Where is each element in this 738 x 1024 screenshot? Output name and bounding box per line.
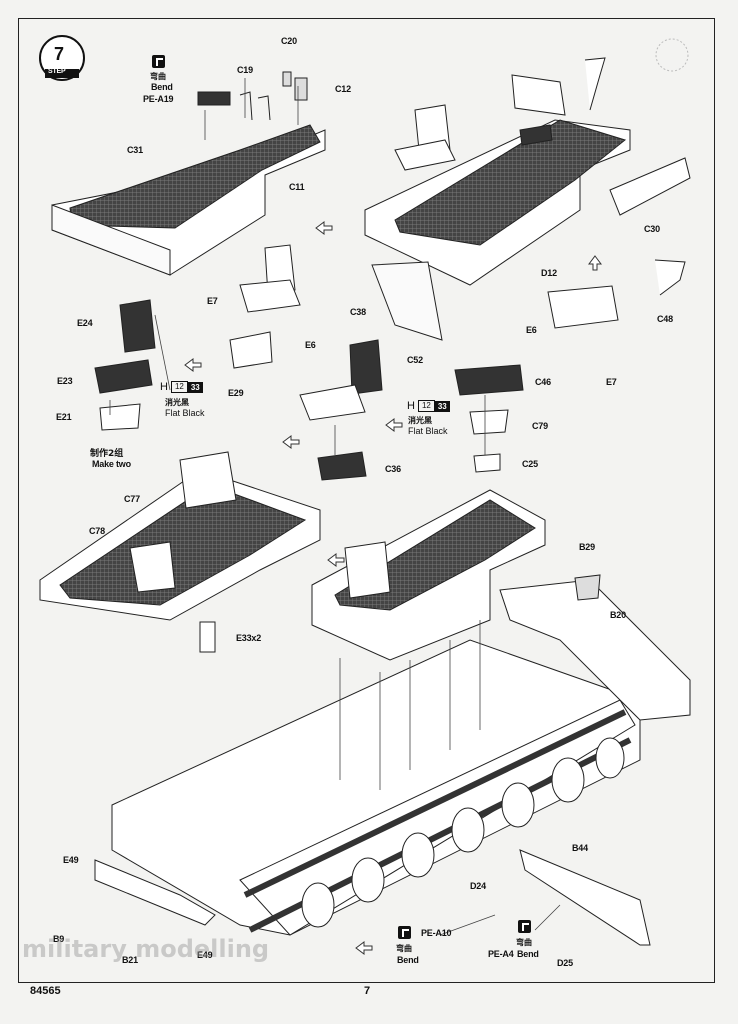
part-label: E49: [63, 855, 79, 865]
leader-lines: [109, 78, 561, 936]
floor-module-right: [364, 57, 691, 341]
part-label: C25: [522, 459, 538, 469]
step-badge: [39, 35, 85, 81]
seat-assembly-c38: [299, 339, 383, 481]
part-label: C48: [657, 314, 673, 324]
paint-name-cn: 消光黑: [165, 398, 189, 407]
part-label: C77: [124, 494, 140, 504]
part-label: C38: [350, 307, 366, 317]
paint-code-1: 12: [417, 400, 435, 412]
paint-code-left: H 12 33: [160, 381, 203, 393]
part-label: C78: [89, 526, 105, 536]
bend-icon: [152, 55, 165, 68]
part-label: E21: [56, 412, 72, 422]
seat-assembly-e24: [94, 299, 156, 431]
paint-letter: H: [407, 400, 415, 412]
part-label: C20: [281, 36, 297, 46]
part-label: E7: [207, 296, 218, 306]
floor-module-left: [51, 71, 326, 276]
direction-arrows: [184, 221, 602, 955]
step-number: 7: [54, 44, 64, 64]
watermark-text: military modelling: [22, 935, 270, 963]
part-label: E6: [305, 340, 316, 350]
seat-assembly-c48: [547, 259, 686, 329]
part-label: E33x2: [236, 633, 262, 643]
part-label: E29: [228, 388, 244, 398]
part-label: B44: [572, 843, 588, 853]
bend-label-cn: 弯曲: [396, 944, 412, 953]
bend-label-cn: 弯曲: [150, 72, 166, 81]
part-label: B21: [122, 955, 138, 965]
part-label: B9: [53, 934, 65, 944]
part-label: E7: [606, 377, 617, 387]
part-label: D25: [557, 958, 573, 968]
part-label: C36: [385, 464, 401, 474]
part-label: PE-A10: [421, 928, 452, 938]
make-two-cn: 制作2组: [90, 449, 124, 459]
ghost-seal-mark: [655, 38, 689, 72]
page-frame: [18, 18, 715, 983]
part-label: E24: [77, 318, 93, 328]
part-label: C11: [289, 182, 305, 192]
part-label: PE-A19: [143, 94, 174, 104]
paint-name-en: Flat Black: [165, 408, 205, 418]
part-label: E6: [526, 325, 537, 335]
part-label: E49: [197, 950, 213, 960]
bend-icon: [518, 920, 531, 933]
bend-label-en: Bend: [517, 949, 539, 959]
bend-label-en: Bend: [151, 82, 173, 92]
paint-name-en: Flat Black: [408, 426, 448, 436]
paint-code-right: H 12 33: [407, 400, 450, 412]
part-label: C79: [532, 421, 548, 431]
part-label: C46: [535, 377, 551, 387]
bend-label-en: Bend: [397, 955, 419, 965]
part-label: PE-A4: [488, 949, 514, 959]
floor-assembled-right: [311, 489, 546, 661]
floor-assembled-left: [39, 451, 321, 653]
part-label: C12: [335, 84, 351, 94]
bend-icon: [398, 926, 411, 939]
vehicle-hull: [94, 574, 691, 946]
paint-letter: H: [160, 381, 168, 393]
part-label: B20: [610, 610, 626, 620]
step-label: STEP: [48, 68, 66, 75]
seat-assembly-c46: [454, 364, 524, 473]
part-label: C52: [407, 355, 423, 365]
part-label: C19: [237, 65, 253, 75]
part-label: B29: [579, 542, 595, 552]
kit-number: 84565: [30, 985, 61, 997]
paint-code-2: 33: [434, 400, 450, 412]
page-number: 7: [364, 985, 371, 997]
bend-label-cn: 弯曲: [516, 938, 532, 947]
part-label: C30: [644, 224, 660, 234]
part-label: E23: [57, 376, 73, 386]
paint-code-2: 33: [187, 381, 203, 393]
part-label: C31: [127, 145, 143, 155]
paint-code-1: 12: [170, 381, 188, 393]
paint-name-cn: 消光黑: [408, 416, 432, 425]
part-label: D24: [470, 881, 486, 891]
part-label: D12: [541, 268, 557, 278]
make-two-en: Make two: [92, 459, 131, 469]
seat-assembly-e29: [229, 244, 301, 369]
